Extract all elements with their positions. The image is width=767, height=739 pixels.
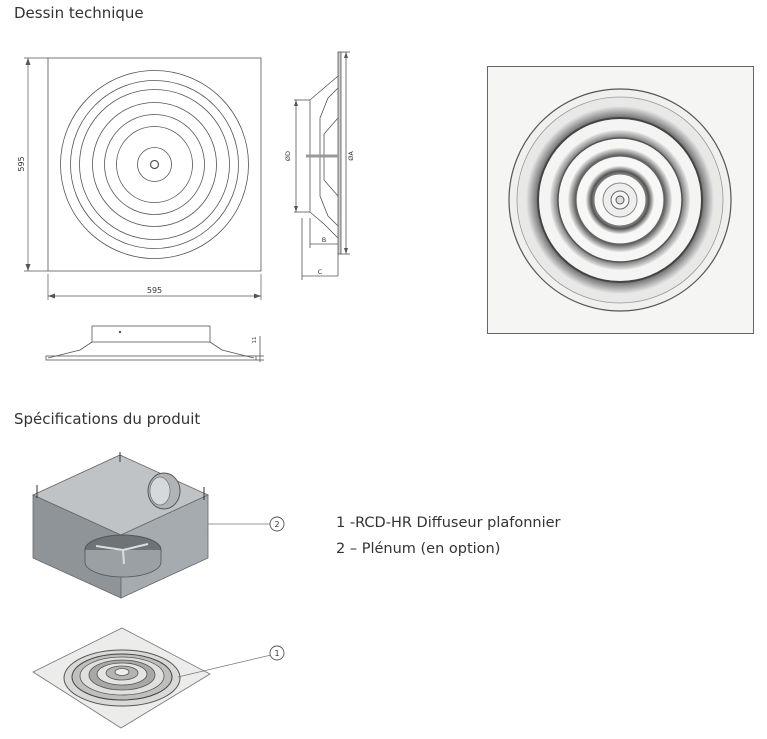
callout-1-number: 1 — [274, 649, 279, 658]
side-view-drawing: ØD ØA B C — [284, 51, 355, 280]
diffuser-render — [487, 66, 754, 334]
side-b-label: B — [322, 236, 326, 244]
profile-view-drawing: 11 — [45, 325, 264, 362]
callout-2-marker — [269, 516, 285, 532]
callout-2-number: 2 — [274, 520, 279, 529]
spec-item-plenum: 2 – Plénum (en option) — [336, 541, 501, 557]
side-d-label: ØD — [284, 151, 292, 161]
front-view-drawing: 595 595 — [17, 57, 262, 300]
drawing-section-title: Dessin technique — [14, 4, 144, 22]
spec-item-diffuser: 1 -RCD-HR Diffuseur plafonnier — [336, 515, 561, 531]
callout-1-marker — [269, 645, 285, 661]
diffuser-illustration: 1 — [32, 627, 285, 729]
profile-height-label: 11 — [252, 337, 258, 344]
width-dimension-label: 595 — [147, 286, 162, 295]
side-c-label: C — [318, 268, 323, 276]
specs-section-title: Spécifications du produit — [14, 410, 201, 428]
front-view-panel — [47, 57, 262, 272]
side-a-label: ØA — [347, 151, 355, 161]
height-dimension-label: 595 — [17, 156, 26, 171]
plenum-illustration: 2 — [32, 452, 285, 599]
